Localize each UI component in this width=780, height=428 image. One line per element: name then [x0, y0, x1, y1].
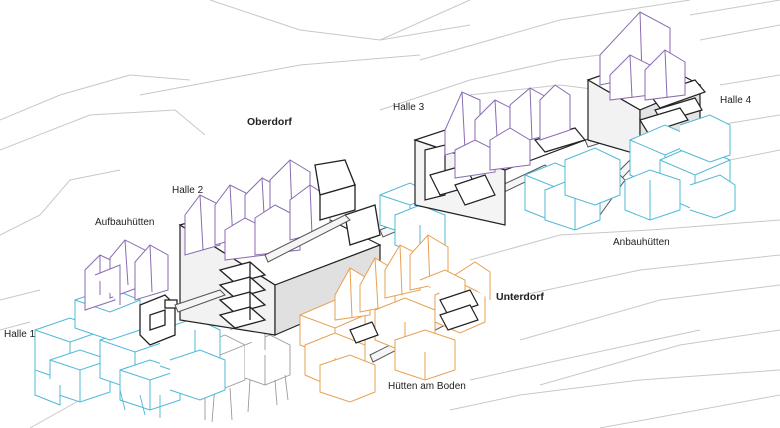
- stilts: [119, 389, 161, 418]
- halle1-structure: [139, 294, 178, 346]
- aufbau-huts-halle4: [599, 11, 686, 101]
- halle2-stair-tower: [218, 159, 381, 329]
- label-unterdorf: Unterdorf: [496, 291, 544, 303]
- aufbau-huts-halle1: [84, 239, 169, 311]
- label-aufbauhuetten: Aufbauhütten: [95, 217, 155, 228]
- boden-huts-unterdorf: [299, 234, 491, 403]
- label-halle-4: Halle 4: [720, 95, 752, 106]
- label-anbauhuetten: Anbauhütten: [613, 237, 670, 248]
- label-halle-2: Halle 2: [172, 185, 204, 196]
- label-halle-3: Halle 3: [393, 102, 425, 113]
- aufbau-huts-halle2: [184, 159, 331, 261]
- anbau-huts-halle4: [624, 114, 736, 221]
- label-huetten-am-boden: Hütten am Boden: [388, 381, 466, 392]
- anbau-huts-halle3: [379, 147, 621, 256]
- label-halle-1: Halle 1: [4, 329, 36, 340]
- aufbau-huts-halle3: [444, 84, 571, 179]
- label-oberdorf: Oberdorf: [247, 116, 292, 128]
- unterdorf-stair: [349, 289, 479, 344]
